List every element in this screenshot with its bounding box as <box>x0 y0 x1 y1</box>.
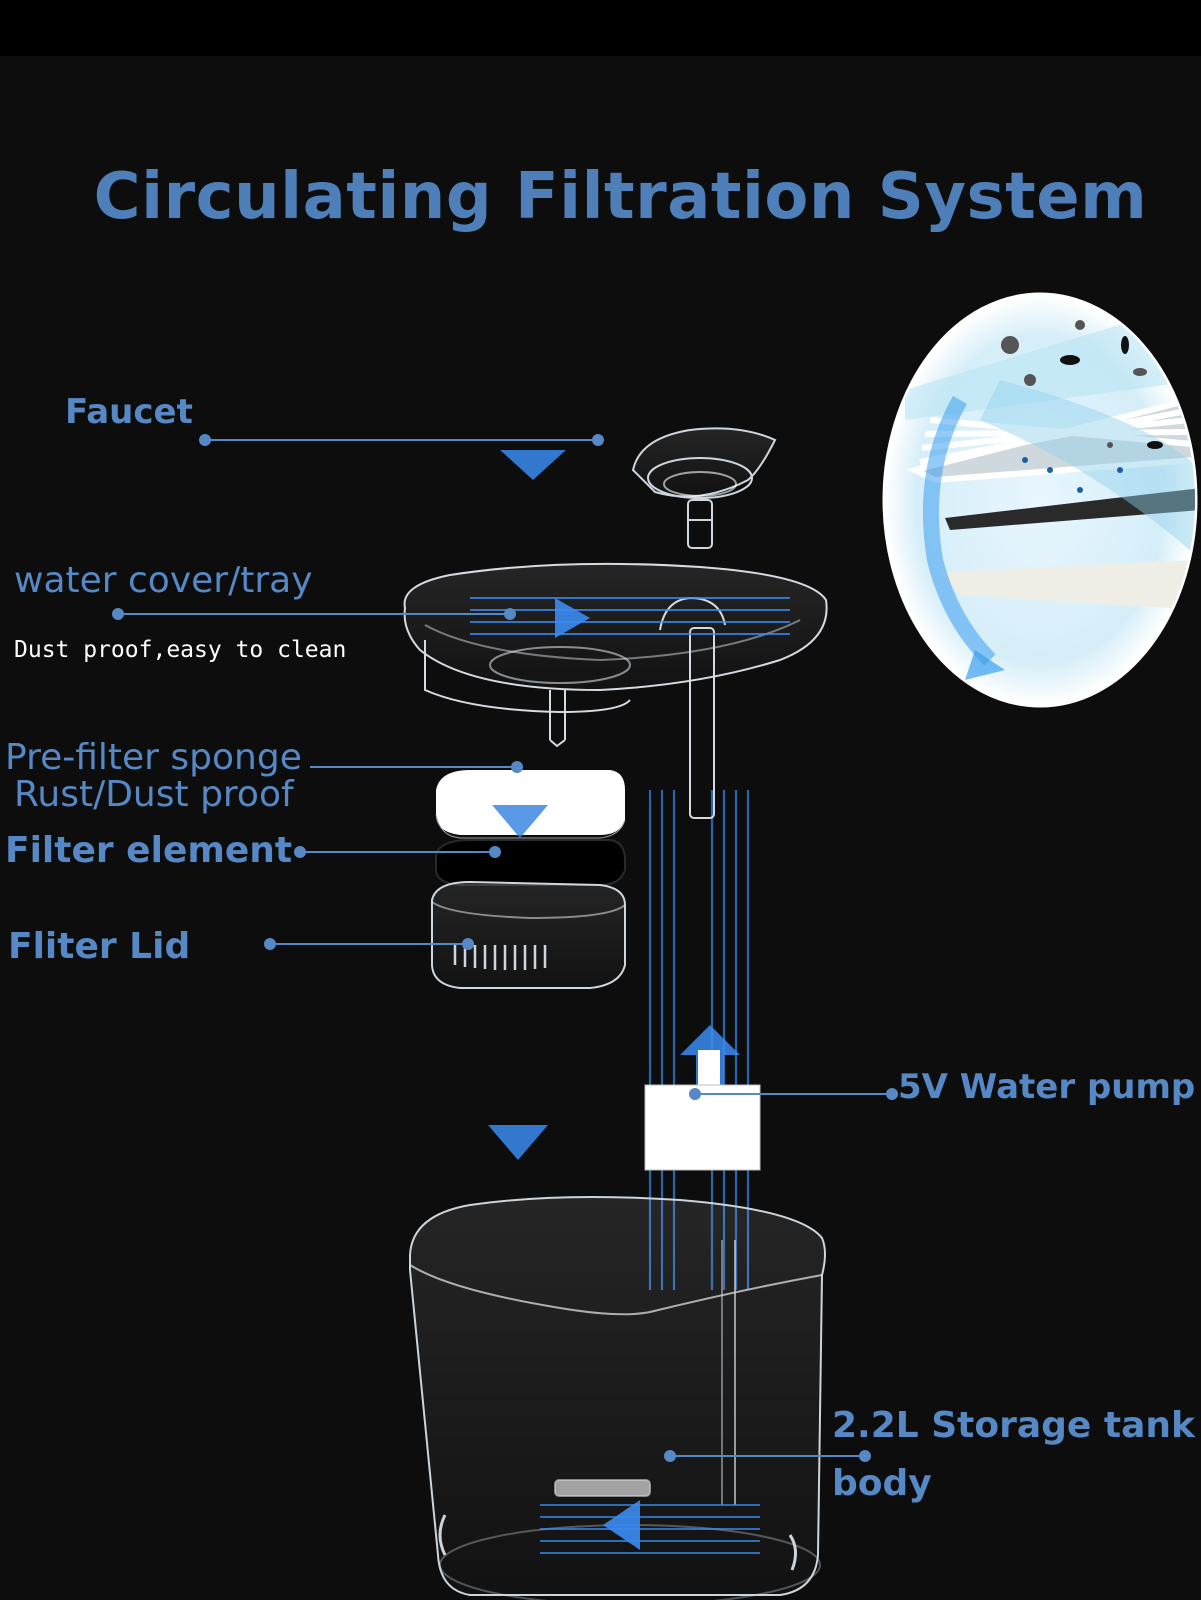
label-water-pump: 5V Water pump <box>898 1067 1196 1107</box>
label-filter-element: Filter element <box>5 830 293 871</box>
top-bar <box>0 0 1201 56</box>
label-water-cover-sub: Dust proof,easy to clean <box>14 637 347 663</box>
tray-flow-lines <box>470 597 790 635</box>
down-arrow-icon <box>488 1125 548 1160</box>
tank-flow-lines <box>540 1504 760 1554</box>
carbon-layer <box>945 488 1195 530</box>
label-storage-tank-line1: 2.2L Storage tank <box>832 1405 1195 1446</box>
down-arrow-icon <box>500 450 566 480</box>
storage-tank-part <box>409 1195 826 1600</box>
right-arrow-icon <box>555 598 590 638</box>
label-water-cover: water cover/tray <box>14 560 313 601</box>
filter-lid-part <box>431 880 626 989</box>
water-tray-part <box>403 562 828 819</box>
label-filter-lid: Fliter Lid <box>8 926 191 967</box>
down-arrow-icon <box>492 805 548 838</box>
callout-lines <box>112 434 898 1462</box>
label-prefilter-sub: Rust/Dust proof <box>14 774 294 815</box>
label-faucet: Faucet <box>65 392 193 432</box>
faucet-part <box>631 427 777 549</box>
cotton-layer <box>940 560 1195 610</box>
filter-element-part <box>435 839 626 886</box>
label-prefilter-sponge: Pre-filter sponge <box>5 737 302 778</box>
left-arrow-icon <box>603 1500 640 1550</box>
impurity-particles <box>1001 320 1163 493</box>
magnified-filter-circle <box>882 292 1198 708</box>
flow-lines-top <box>500 370 564 600</box>
sponge-part <box>435 770 626 839</box>
page-title: Circulating Filtration System <box>93 160 1148 234</box>
water-pump-part <box>644 1050 761 1171</box>
label-storage-tank-line2: body <box>832 1463 932 1504</box>
